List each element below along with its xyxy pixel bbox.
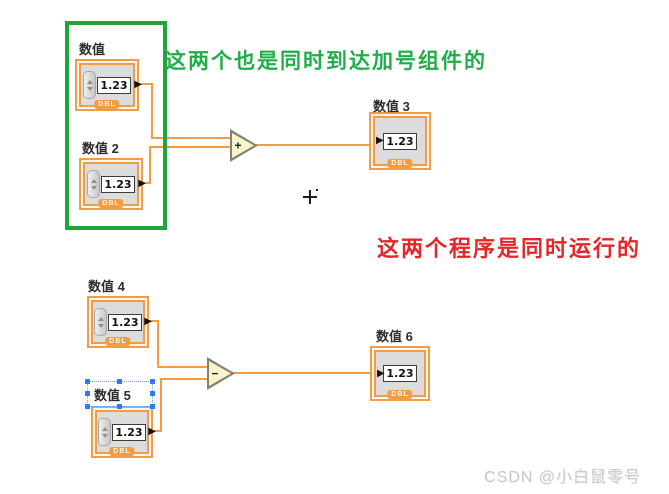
selection-handle[interactable] xyxy=(150,391,155,396)
value-display: 1.23 xyxy=(97,76,131,94)
operator-label: + xyxy=(234,137,242,152)
node-label-num3[interactable]: 数值 3 xyxy=(373,99,410,114)
label-selection-box[interactable] xyxy=(85,379,155,409)
type-tag: DBL xyxy=(98,199,124,208)
numeric-control-num1[interactable]: 1.23 DBL ▶ xyxy=(75,59,142,111)
value-display: 1.23 xyxy=(101,175,135,193)
selection-handle[interactable] xyxy=(85,404,90,409)
selection-handle[interactable] xyxy=(150,404,155,409)
wire-segment[interactable] xyxy=(149,146,230,148)
annotation-text-red: 这两个程序是同时运行的 xyxy=(377,236,642,261)
annotation-rectangle-green xyxy=(65,21,167,230)
decrement-icon xyxy=(86,86,93,91)
value-display: 1.23 xyxy=(112,423,146,441)
increment-decrement-control xyxy=(94,308,108,336)
subtract-function-node[interactable]: − xyxy=(207,357,235,390)
numeric-indicator-num3[interactable]: ▶ 1.23 DBL xyxy=(369,112,431,170)
numeric-control-num2[interactable]: 1.23 DBL ▶ xyxy=(79,158,146,210)
watermark: CSDN @小白鼠零号 xyxy=(484,469,642,486)
wire-segment[interactable] xyxy=(151,137,230,139)
output-arrow-icon: ▶ xyxy=(138,178,146,189)
wire-segment[interactable] xyxy=(157,320,159,368)
wiring-cursor-icon xyxy=(302,189,319,206)
node-label-num4[interactable]: 数值 4 xyxy=(88,279,125,294)
selection-handle[interactable] xyxy=(85,379,90,384)
wire-segment[interactable] xyxy=(149,146,151,184)
increment-icon xyxy=(86,79,93,84)
selection-handle[interactable] xyxy=(85,391,90,396)
type-tag: DBL xyxy=(105,337,131,346)
output-arrow-icon: ▶ xyxy=(144,316,152,327)
type-tag: DBL xyxy=(387,390,413,399)
wire-segment[interactable] xyxy=(157,366,207,368)
increment-icon xyxy=(97,316,104,321)
selection-handle[interactable] xyxy=(117,404,122,409)
type-tag: DBL xyxy=(94,100,120,109)
type-tag: DBL xyxy=(109,447,135,456)
wire-segment[interactable] xyxy=(160,378,162,432)
numeric-control-num5[interactable]: 1.23 DBL ▶ xyxy=(91,406,156,458)
operator-label: − xyxy=(211,365,219,380)
increment-decrement-control xyxy=(87,170,101,198)
decrement-icon xyxy=(101,433,108,438)
node-label-num2[interactable]: 数值 2 xyxy=(82,141,119,156)
node-label-num1[interactable]: 数值 xyxy=(79,42,106,57)
output-arrow-icon: ▶ xyxy=(148,426,156,437)
wire-segment[interactable] xyxy=(256,144,369,146)
annotation-text-green: 这两个也是同时到达加号组件的 xyxy=(165,50,487,73)
decrement-icon xyxy=(90,185,97,190)
wire-segment[interactable] xyxy=(138,83,153,85)
node-label-num5[interactable]: 数值 5 xyxy=(94,388,131,403)
wire-segment[interactable] xyxy=(142,182,151,184)
selection-handle[interactable] xyxy=(150,379,155,384)
output-arrow-icon: ▶ xyxy=(134,79,142,90)
add-function-node[interactable]: + xyxy=(230,129,258,162)
type-tag: DBL xyxy=(387,159,413,168)
node-label-num6[interactable]: 数值 6 xyxy=(376,329,413,344)
value-display: 1.23 xyxy=(108,313,142,331)
increment-icon xyxy=(90,178,97,183)
wire-segment[interactable] xyxy=(152,430,162,432)
wire-segment[interactable] xyxy=(151,83,153,139)
numeric-control-num4[interactable]: 1.23 DBL ▶ xyxy=(87,296,152,348)
selection-handle[interactable] xyxy=(117,379,122,384)
wire-segment[interactable] xyxy=(233,372,370,374)
wire-segment[interactable] xyxy=(148,320,159,322)
increment-decrement-control xyxy=(83,71,97,99)
wire-segment[interactable] xyxy=(160,378,207,380)
input-arrow-icon: ▶ xyxy=(376,135,384,146)
value-display: 1.23 xyxy=(383,365,417,382)
decrement-icon xyxy=(97,323,104,328)
numeric-indicator-num6[interactable]: ▶ 1.23 DBL xyxy=(370,346,430,401)
increment-icon xyxy=(101,426,108,431)
value-display: 1.23 xyxy=(383,132,417,150)
input-arrow-icon: ▶ xyxy=(377,367,385,379)
increment-decrement-control xyxy=(98,418,112,446)
